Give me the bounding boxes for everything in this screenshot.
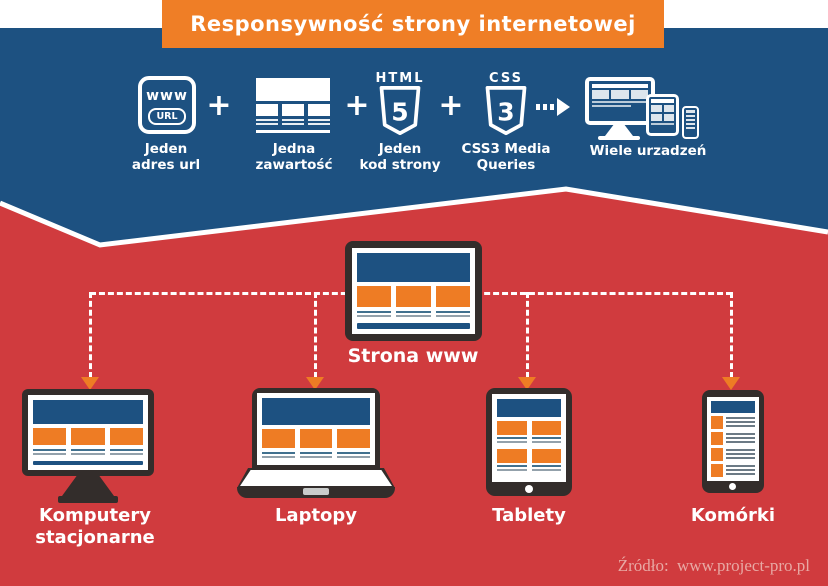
- laptop-mockup: [252, 388, 380, 468]
- arrowhead-icon: [722, 377, 740, 390]
- mini-phone-icon: [682, 106, 699, 139]
- source-credit: Źródło: www.project-pro.pl: [614, 556, 810, 576]
- tablet-mockup: [486, 388, 572, 496]
- www-url-icon: www URL: [138, 76, 196, 134]
- phone-label: Komórki: [690, 505, 776, 526]
- content-label: Jedna zawartość: [255, 141, 333, 173]
- connector-vertical: [526, 292, 529, 378]
- desktop-label: Komputery stacjonarne: [35, 505, 155, 548]
- mini-monitor-base: [598, 136, 640, 140]
- website-mockup: [345, 241, 482, 341]
- tablet-label: Tablety: [492, 505, 566, 526]
- mini-tablet-icon: [646, 94, 679, 136]
- wireframe-hero: [256, 78, 330, 101]
- svg-text:3: 3: [497, 97, 514, 126]
- dashed-arrow-icon: [536, 98, 570, 116]
- section-divider: [0, 186, 828, 250]
- desktop-base: [58, 496, 118, 503]
- svg-text:5: 5: [391, 97, 408, 126]
- title-banner: Responsywność strony internetowej: [162, 0, 664, 48]
- source-site: www.project-pro.pl: [677, 556, 810, 575]
- plus-icon: +: [344, 88, 370, 123]
- url-badge: URL: [148, 108, 186, 125]
- devices-label: Wiele urzadzeń: [589, 143, 707, 159]
- arrowhead-icon: [306, 377, 324, 390]
- source-prefix: Źródło:: [617, 556, 669, 575]
- laptop-label: Laptopy: [274, 505, 358, 526]
- laptop-touchpad: [303, 488, 329, 495]
- arrowhead-icon: [518, 377, 536, 390]
- connector-vertical: [314, 292, 317, 378]
- plus-icon: +: [438, 88, 464, 123]
- mini-monitor-stand: [605, 125, 633, 136]
- page-title: Responsywność strony internetowej: [190, 12, 636, 36]
- css-label: CSS3 Media Queries: [461, 141, 551, 173]
- root-label: Strona www: [347, 345, 479, 367]
- url-label: Jeden adres url: [131, 141, 201, 173]
- html-label: Jeden kod strony: [359, 141, 441, 173]
- phone-mockup: [702, 390, 764, 493]
- plus-icon: +: [206, 88, 232, 123]
- website-wireframe: [352, 248, 475, 334]
- arrowhead-icon: [81, 377, 99, 390]
- www-text: www: [146, 88, 188, 104]
- html-wordmark: HTML: [375, 71, 425, 86]
- mini-monitor-icon: [585, 77, 655, 125]
- wireframe-footer-line: [256, 130, 330, 133]
- html5-shield-icon: 5: [379, 86, 421, 136]
- desktop-mockup: [22, 389, 154, 476]
- css-wordmark: CSS: [489, 71, 523, 86]
- wireframe-blocks: [256, 103, 330, 117]
- desktop-stand: [62, 476, 114, 496]
- tablet-home-button: [525, 485, 533, 493]
- content-wireframe-icon: [256, 78, 330, 133]
- wireframe-lines: [256, 119, 330, 127]
- connector-vertical: [730, 292, 733, 378]
- connector-vertical: [89, 292, 92, 378]
- phone-home-button: [729, 483, 736, 490]
- css3-shield-icon: 3: [485, 86, 527, 136]
